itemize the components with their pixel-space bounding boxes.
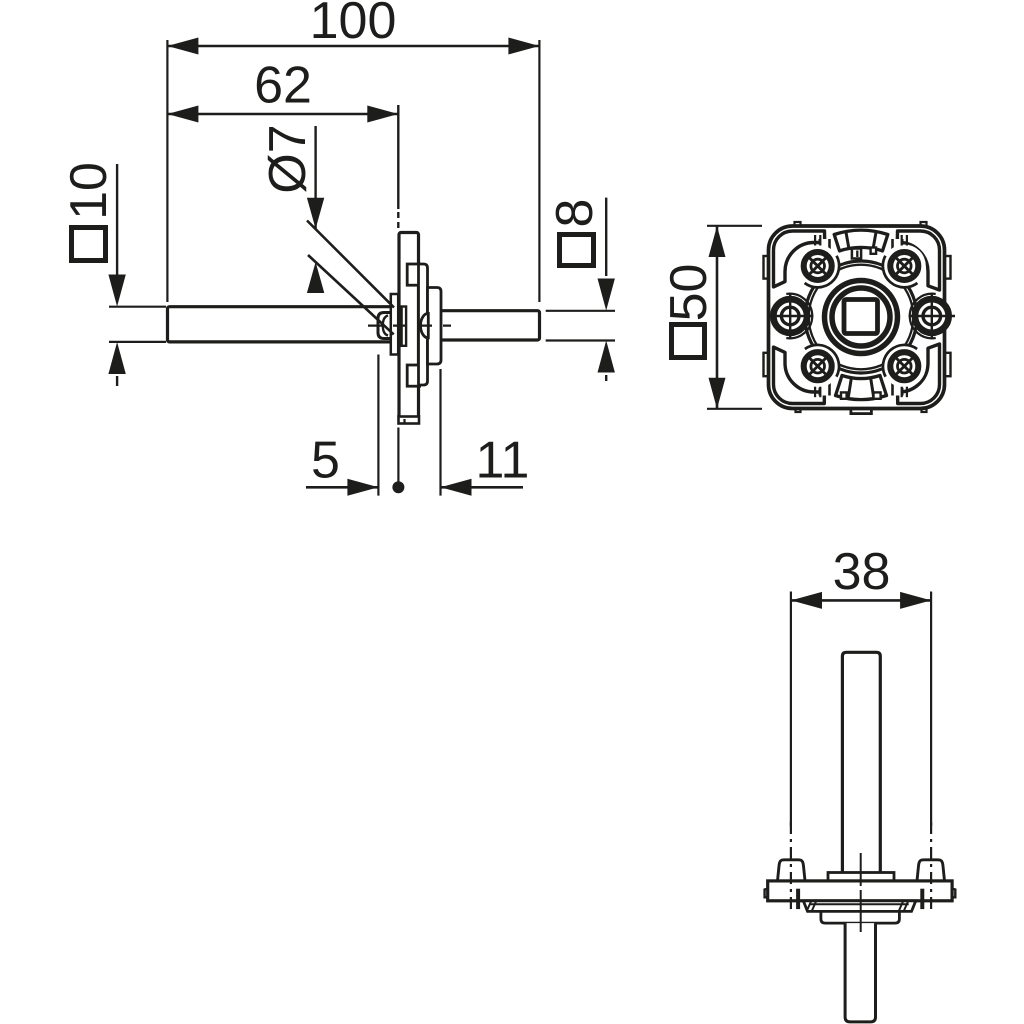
svg-text:38: 38: [833, 543, 891, 601]
svg-text:11: 11: [476, 432, 530, 490]
svg-text:62: 62: [254, 57, 312, 115]
svg-text:5: 5: [311, 432, 340, 490]
svg-text:Ø7: Ø7: [259, 124, 317, 193]
svg-text:10: 10: [60, 162, 118, 220]
svg-text:50: 50: [660, 264, 718, 322]
svg-text:8: 8: [546, 199, 604, 228]
svg-text:100: 100: [310, 0, 397, 50]
